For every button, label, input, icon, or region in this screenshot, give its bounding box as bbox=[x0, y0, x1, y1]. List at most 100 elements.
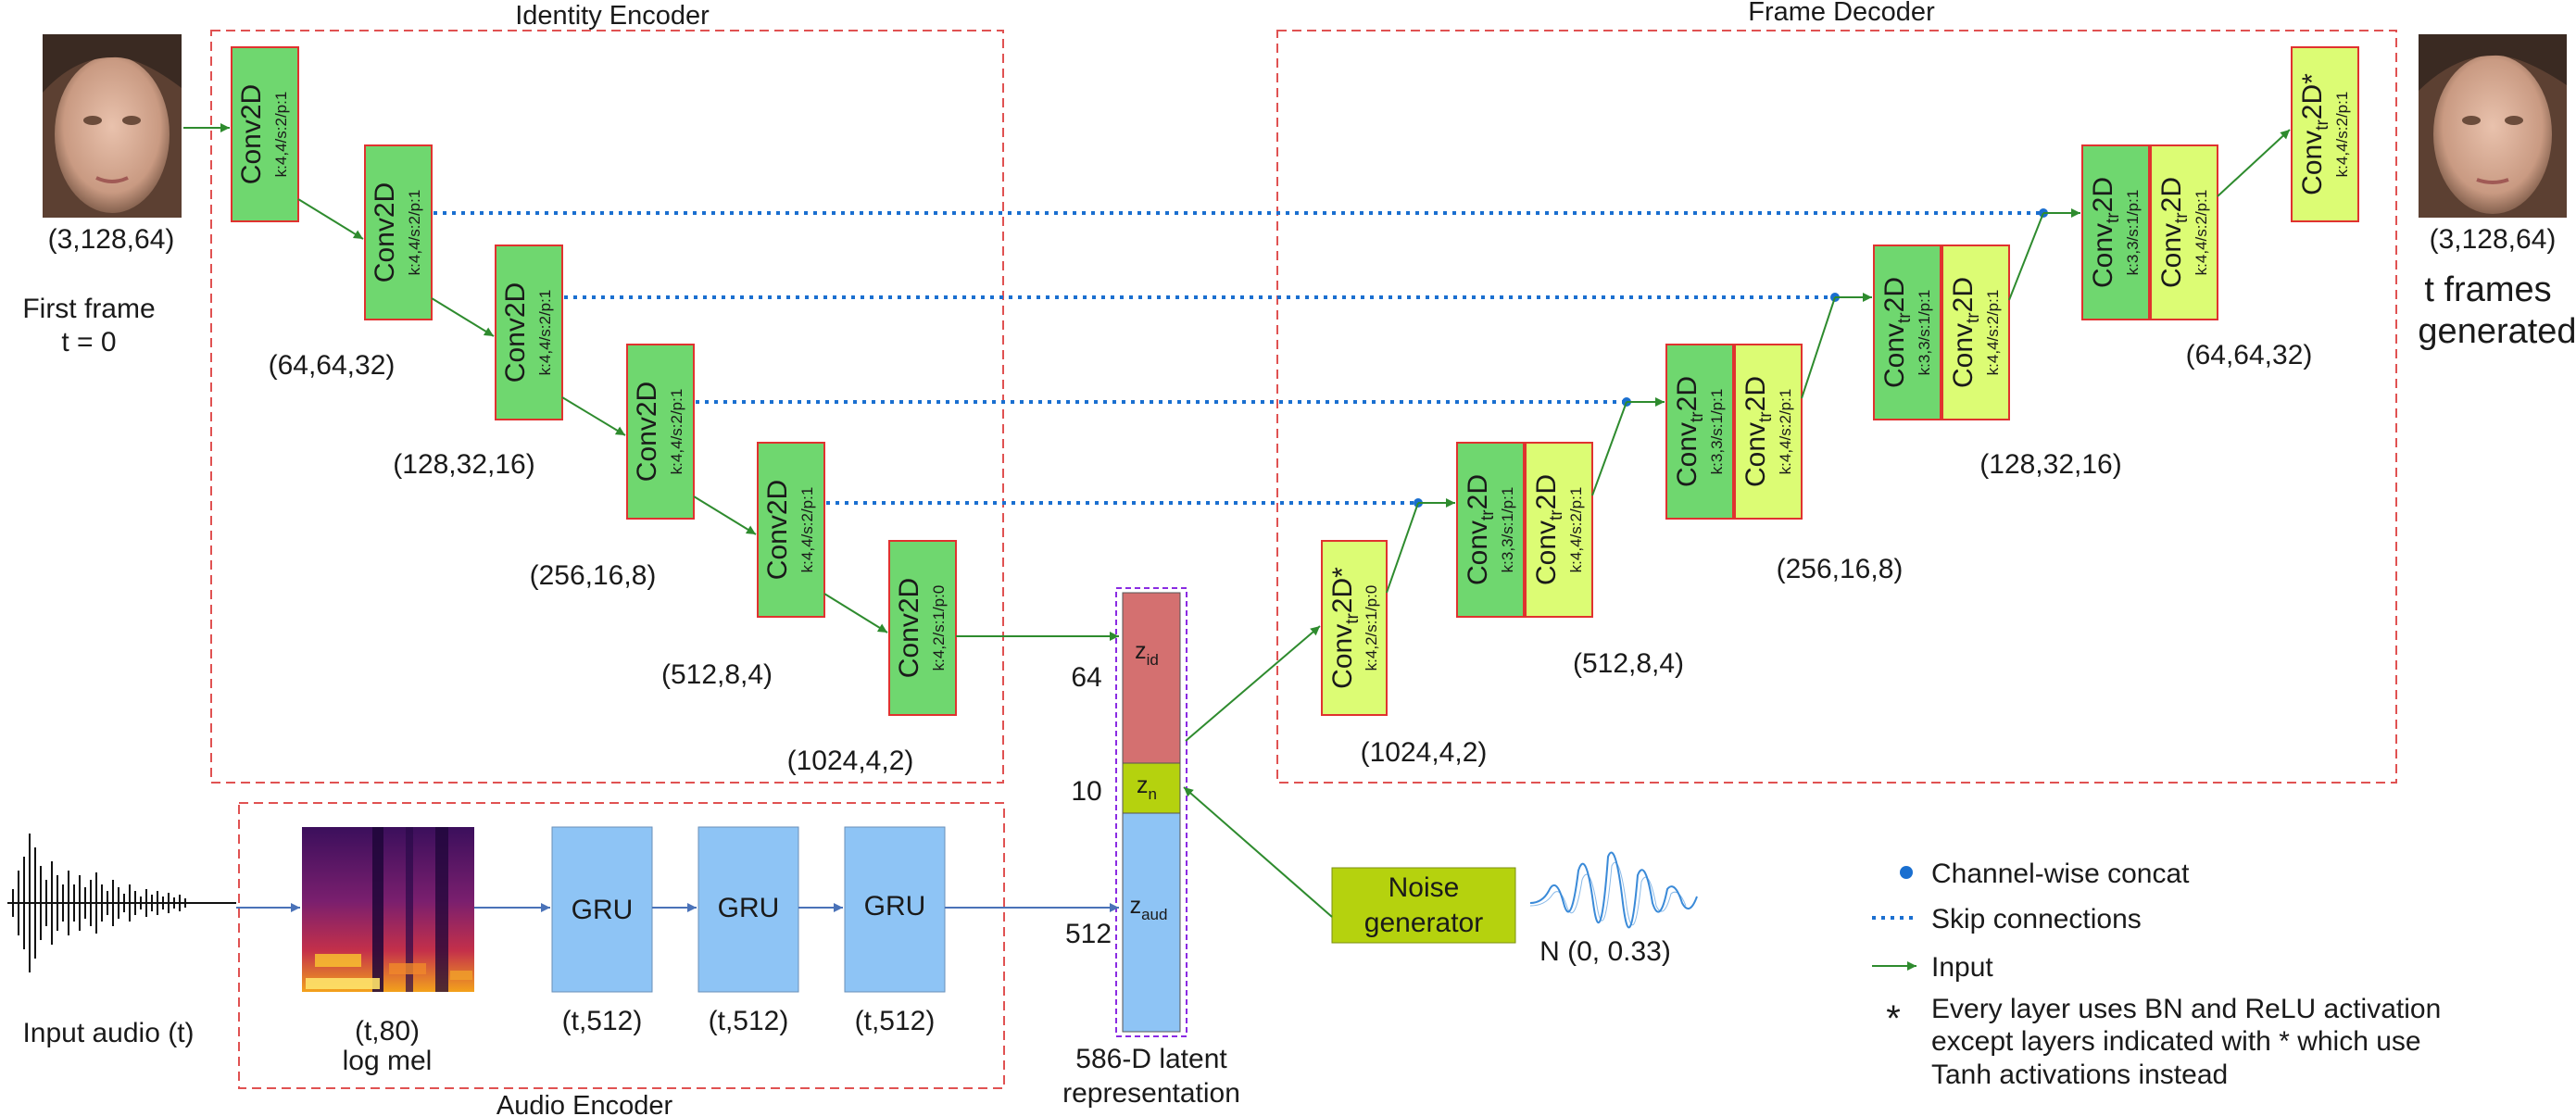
gru-block-3: GRU bbox=[844, 826, 946, 993]
legend-note-line2: except layers indicated with * which use bbox=[1931, 1026, 2421, 1057]
gru-shape-1: (t,512) bbox=[562, 1006, 643, 1036]
encoder-conv-params: k:4,4/s:2/p:1 bbox=[798, 487, 816, 573]
encoder-conv-name: Conv2D bbox=[500, 282, 531, 382]
encoder-arrows bbox=[183, 123, 1119, 641]
encoder-conv-block-4: Conv2D k:4,4/s:2/p:1 bbox=[626, 344, 695, 520]
decoder-arrows bbox=[1185, 129, 2291, 742]
encoder-conv-block-5: Conv2D k:4,4/s:2/p:1 bbox=[757, 442, 825, 618]
output-shape-label: (3,128,64) bbox=[2430, 224, 2557, 255]
input-audio-label: Input audio (t) bbox=[22, 1018, 194, 1048]
latent-zn-label: zn bbox=[1137, 772, 1157, 803]
encoder-conv-name: Conv2D bbox=[762, 480, 793, 580]
legend-skip-label: Skip connections bbox=[1931, 904, 2142, 934]
svg-text:Convtr2D: Convtr2D bbox=[2156, 177, 2192, 288]
gru-label: GRU bbox=[864, 891, 926, 922]
decoder-convtr-block-8: Convtr2D k:3,3/s:1/p:1 bbox=[2081, 144, 2150, 320]
svg-text:Convtr2D*: Convtr2D* bbox=[2297, 73, 2332, 195]
noise-wave-icon bbox=[1529, 851, 1698, 929]
svg-text:k:3,3/s:1/p:1: k:3,3/s:1/p:1 bbox=[1708, 389, 1726, 475]
encoder-conv-block-2: Conv2D k:4,4/s:2/p:1 bbox=[364, 144, 433, 320]
gru-block-1: GRU bbox=[551, 826, 653, 993]
noise-label-line1: Noise bbox=[1389, 872, 1460, 903]
gru-block-2: GRU bbox=[697, 826, 799, 993]
svg-text:Convtr2D: Convtr2D bbox=[1672, 376, 1707, 487]
first-frame-time-label: t = 0 bbox=[61, 327, 116, 357]
gru-shape-3: (t,512) bbox=[855, 1006, 936, 1036]
latent-zn-size: 10 bbox=[1071, 776, 1101, 807]
noise-generator: Noise generator bbox=[1331, 867, 1516, 944]
encoder-conv-name: Conv2D bbox=[632, 382, 662, 482]
svg-text:k:4,4/s:2/p:1: k:4,4/s:2/p:1 bbox=[2333, 92, 2351, 178]
audio-waveform bbox=[7, 834, 236, 972]
decoder-convtr-block-5: Convtr2D k:4,4/s:2/p:1 bbox=[1734, 344, 1803, 520]
encoder-shape-1: (64,64,32) bbox=[269, 350, 396, 381]
encoder-shape-3: (256,16,8) bbox=[530, 560, 657, 591]
output-face-image bbox=[2419, 34, 2567, 218]
encoder-conv-block-3: Conv2D k:4,4/s:2/p:1 bbox=[495, 245, 563, 420]
decoder-shape-1: (1024,4,2) bbox=[1361, 737, 1488, 768]
spectrogram-type-label: log mel bbox=[343, 1046, 433, 1076]
latent-zid-label: zid bbox=[1135, 638, 1159, 669]
svg-text:Convtr2D: Convtr2D bbox=[2088, 177, 2123, 288]
svg-text:k:4,2/s:1/p:0: k:4,2/s:1/p:0 bbox=[1363, 585, 1380, 671]
latent-zaud-label: zaud bbox=[1130, 893, 1168, 923]
decoder-convtr-block-6: Convtr2D k:3,3/s:1/p:1 bbox=[1873, 245, 1941, 420]
encoder-conv-name: Conv2D bbox=[236, 84, 267, 184]
svg-text:k:4,4/s:2/p:1: k:4,4/s:2/p:1 bbox=[1777, 389, 1794, 475]
first-frame-label: First frame bbox=[22, 294, 155, 324]
decoder-shape-2: (512,8,4) bbox=[1573, 648, 1684, 679]
latent-zaud bbox=[1122, 812, 1181, 1033]
input-shape-label: (3,128,64) bbox=[48, 224, 175, 255]
svg-text:k:4,4/s:2/p:1: k:4,4/s:2/p:1 bbox=[1984, 290, 2002, 376]
legend-concat-label: Channel-wise concat bbox=[1931, 859, 2190, 889]
encoder-conv-params: k:4,4/s:2/p:1 bbox=[536, 290, 554, 376]
svg-text:k:4,4/s:2/p:1: k:4,4/s:2/p:1 bbox=[2193, 190, 2210, 276]
audio-encoder-title: Audio Encoder bbox=[496, 1091, 673, 1116]
decoder-shape-3: (256,16,8) bbox=[1777, 554, 1904, 584]
legend-note-line3: Tanh activations instead bbox=[1931, 1060, 2228, 1090]
output-label-line1: t frames bbox=[2424, 270, 2551, 309]
latent-caption-line2: representation bbox=[1062, 1078, 1240, 1109]
gru-shape-2: (t,512) bbox=[709, 1006, 789, 1036]
encoder-conv-block-1: Conv2D k:4,4/s:2/p:1 bbox=[231, 46, 299, 222]
legend-note-symbol: * bbox=[1886, 998, 1901, 1039]
decoder-convtr-block-7: Convtr2D k:4,4/s:2/p:1 bbox=[1941, 245, 2010, 420]
log-mel-spectrogram bbox=[302, 827, 474, 992]
encoder-conv-params: k:4,4/s:2/p:1 bbox=[272, 92, 290, 178]
gru-label: GRU bbox=[718, 893, 780, 923]
decoder-shape-5: (64,64,32) bbox=[2186, 340, 2313, 370]
legend-note-line1: Every layer uses BN and ReLU activation bbox=[1931, 994, 2441, 1024]
input-face-image bbox=[43, 34, 182, 218]
encoder-conv-name: Conv2D bbox=[894, 578, 924, 678]
svg-text:Convtr2D: Convtr2D bbox=[1740, 376, 1776, 487]
svg-text:k:4,4/s:2/p:1: k:4,4/s:2/p:1 bbox=[1567, 487, 1585, 573]
frame-decoder-title: Frame Decoder bbox=[1748, 0, 1935, 27]
decoder-convtr-block-10: Convtr2D* k:4,4/s:2/p:1 bbox=[2291, 46, 2359, 222]
encoder-shape-2: (128,32,16) bbox=[393, 449, 534, 480]
encoder-conv-params: k:4,4/s:2/p:1 bbox=[406, 190, 423, 276]
encoder-conv-block-6: Conv2D k:4,2/s:1/p:0 bbox=[888, 540, 957, 716]
encoder-shape-4: (512,8,4) bbox=[661, 659, 773, 690]
identity-encoder-title: Identity Encoder bbox=[515, 1, 710, 31]
encoder-conv-params: k:4,2/s:1/p:0 bbox=[930, 585, 948, 671]
legend-concat-dot bbox=[1900, 866, 1913, 879]
legend: Channel-wise concat Skip connections Inp… bbox=[1872, 859, 2441, 1090]
encoder-conv-params: k:4,4/s:2/p:1 bbox=[668, 389, 685, 475]
latent-zid-size: 64 bbox=[1071, 662, 1101, 693]
skip-connections bbox=[434, 211, 2042, 505]
latent-zaud-size: 512 bbox=[1065, 919, 1112, 949]
decoder-shape-4: (128,32,16) bbox=[1979, 449, 2121, 480]
noise-distribution-label: N (0, 0.33) bbox=[1539, 936, 1671, 967]
output-label-line2: generated bbox=[2418, 312, 2576, 351]
svg-text:k:3,3/s:1/p:1: k:3,3/s:1/p:1 bbox=[1499, 487, 1516, 573]
encoder-conv-name: Conv2D bbox=[370, 182, 400, 282]
decoder-convtr-block-4: Convtr2D k:3,3/s:1/p:1 bbox=[1665, 344, 1734, 520]
spectrogram-shape-label: (t,80) bbox=[355, 1016, 420, 1047]
legend-input-label: Input bbox=[1931, 952, 1993, 983]
noise-label-line2: generator bbox=[1364, 908, 1483, 938]
svg-text:Convtr2D: Convtr2D bbox=[1879, 277, 1915, 388]
decoder-convtr-block-9: Convtr2D k:4,4/s:2/p:1 bbox=[2150, 144, 2218, 320]
decoder-convtr-block-3: Convtr2D k:4,4/s:2/p:1 bbox=[1525, 442, 1593, 618]
latent-caption-line1: 586-D latent bbox=[1075, 1044, 1227, 1074]
svg-text:Convtr2D: Convtr2D bbox=[1948, 277, 1983, 388]
